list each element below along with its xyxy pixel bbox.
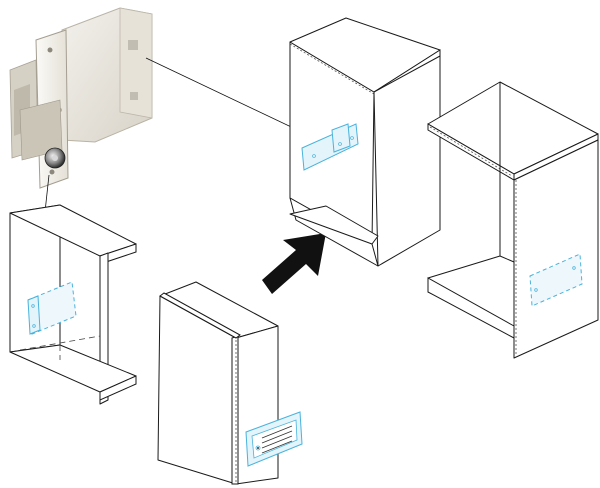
cabinet-open-top-middle bbox=[289, 17, 441, 267]
cabinet-tall-center bbox=[157, 281, 303, 485]
direction-arrow bbox=[262, 233, 326, 294]
fitting-plate bbox=[27, 295, 41, 335]
cabinet-open-right bbox=[427, 81, 599, 359]
fitting-outline-right bbox=[529, 253, 583, 307]
cabinet-side-panel-left bbox=[9, 204, 137, 405]
hinge-mechanism bbox=[9, 7, 153, 189]
